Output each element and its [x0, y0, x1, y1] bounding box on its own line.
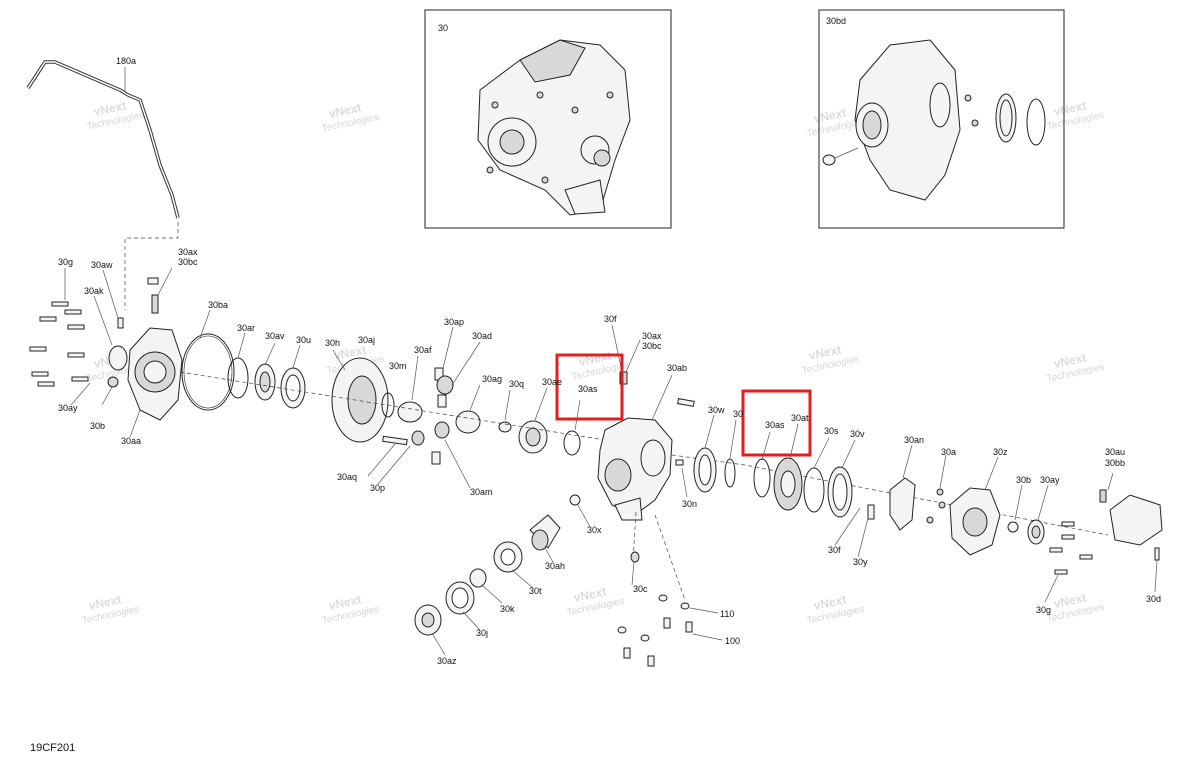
label-30q: 30q — [509, 379, 524, 389]
watermark-line1: vNext — [807, 342, 842, 362]
part-labels: 180a 30g 30aw 30ak 30ax 30bc 30ba 30ar 3… — [58, 56, 1161, 666]
label-30f-bottom: 30f — [828, 545, 841, 555]
label-30af: 30af — [414, 345, 432, 355]
label-30as-right: 30as — [765, 420, 785, 430]
label-30m: 30m — [389, 361, 407, 371]
label-30ay-right: 30ay — [1040, 475, 1060, 485]
watermark: vNext Technologies — [801, 342, 860, 376]
label-30b-right: 30b — [1016, 475, 1031, 485]
highlight-boxes — [555, 353, 812, 457]
watermark-line1: vNext — [1052, 590, 1087, 610]
label-30ax-2: 30ax — [642, 331, 662, 341]
watermark: vNext Technologies — [1046, 590, 1105, 624]
label-30p: 30p — [370, 483, 385, 493]
diagram-code: 19CF201 — [30, 742, 75, 754]
label-30aa: 30aa — [121, 436, 141, 446]
label-110: 110 — [720, 609, 734, 619]
watermark-line1: vNext — [92, 98, 127, 118]
label-30d: 30d — [1146, 594, 1161, 604]
label-30bb: 30bb — [1105, 458, 1125, 468]
label-100: 100 — [725, 636, 740, 646]
label-30aq: 30aq — [337, 472, 357, 482]
inset-assembly-label: 30 — [438, 23, 448, 33]
watermark-line1: vNext — [812, 105, 847, 125]
watermark-line1: vNext — [1052, 350, 1087, 370]
label-30e: 30 — [733, 409, 743, 419]
inset-assembly: 30 — [424, 9, 672, 229]
label-30g-right: 30g — [1036, 605, 1051, 615]
label-30bc-2: 30bc — [642, 341, 662, 351]
label-30v: 30v — [850, 429, 865, 439]
right-side-group — [693, 447, 1163, 575]
label-30ad: 30ad — [472, 331, 492, 341]
label-30ag: 30ag — [482, 374, 502, 384]
label-30ak: 30ak — [84, 286, 104, 296]
breather-tube — [26, 60, 180, 310]
watermark: vNext Technologies — [1046, 98, 1105, 132]
left-cover-group — [29, 277, 606, 465]
highlight-box-30as-left — [555, 353, 624, 421]
label-30bc: 30bc — [178, 257, 198, 267]
label-30b-left: 30b — [90, 421, 105, 431]
pinion-stack — [414, 494, 640, 636]
label-30ae: 30ae — [542, 377, 562, 387]
watermark: vNext Technologies — [86, 98, 145, 132]
watermark: vNext Technologies — [321, 100, 380, 134]
watermark-line1: vNext — [1052, 98, 1087, 118]
label-30f-top: 30f — [604, 314, 617, 324]
watermark-line1: vNext — [812, 592, 847, 612]
watermark-line1: vNext — [87, 592, 122, 612]
label-30at: 30at — [791, 413, 809, 423]
label-30j: 30j — [476, 628, 488, 638]
label-30ah: 30ah — [545, 561, 565, 571]
watermark: vNext Technologies — [81, 592, 140, 626]
watermark-line1: vNext — [577, 348, 612, 368]
label-30w: 30w — [708, 405, 725, 415]
label-30au: 30au — [1105, 447, 1125, 457]
label-30y: 30y — [853, 557, 868, 567]
highlight-box-30as-right — [741, 389, 812, 457]
label-30av: 30av — [265, 331, 285, 341]
label-30h: 30h — [325, 338, 340, 348]
label-30n: 30n — [682, 499, 697, 509]
watermark: vNext Technologies — [806, 592, 865, 626]
label-30k: 30k — [500, 604, 515, 614]
label-30az: 30az — [437, 656, 457, 666]
label-30ay-left: 30ay — [58, 403, 78, 413]
label-30ap: 30ap — [444, 317, 464, 327]
label-30ab: 30ab — [667, 363, 687, 373]
watermark: vNext Technologies — [321, 592, 380, 626]
inset-housing-label: 30bd — [826, 16, 846, 26]
label-30x: 30x — [587, 525, 602, 535]
label-30ar: 30ar — [237, 323, 255, 333]
label-30s: 30s — [824, 426, 839, 436]
watermark: vNext Technologies — [1046, 350, 1105, 384]
label-30aw: 30aw — [91, 260, 113, 270]
watermark-line1: vNext — [327, 100, 362, 120]
label-180a: 180a — [116, 56, 136, 66]
label-30aj: 30aj — [358, 335, 375, 345]
label-30c: 30c — [633, 584, 648, 594]
label-30a: 30a — [941, 447, 956, 457]
label-30z: 30z — [993, 447, 1008, 457]
inset-housing-30bd: 30bd — [818, 9, 1065, 229]
label-30ax: 30ax — [178, 247, 198, 257]
label-30u: 30u — [296, 335, 311, 345]
watermark: vNext Technologies — [566, 584, 625, 618]
label-30ba: 30ba — [208, 300, 228, 310]
watermark-line1: vNext — [572, 584, 607, 604]
label-30as-left: 30as — [578, 384, 598, 394]
bottom-hardware — [617, 594, 723, 667]
label-30am: 30am — [470, 487, 493, 497]
label-30t: 30t — [529, 586, 542, 596]
label-30g: 30g — [58, 257, 73, 267]
watermark-line1: vNext — [327, 592, 362, 612]
label-30an: 30an — [904, 435, 924, 445]
